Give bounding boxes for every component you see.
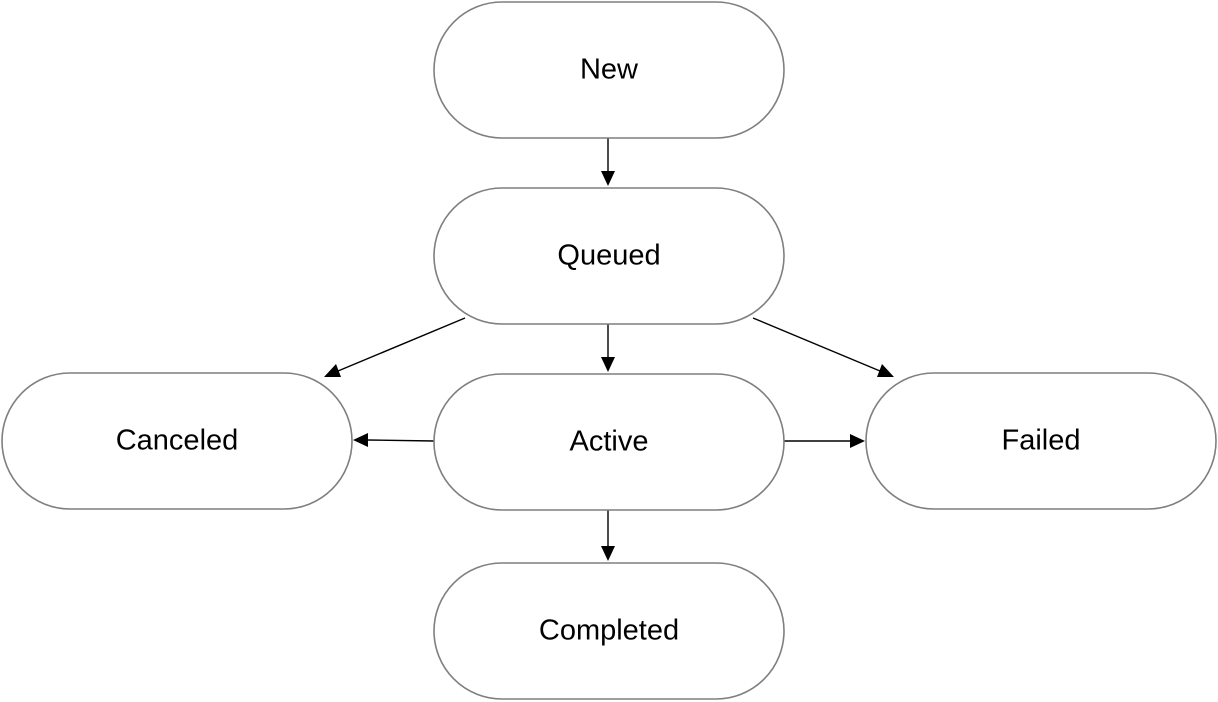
edge-queued-to-canceled <box>324 317 466 377</box>
node-canceled-label: Canceled <box>116 425 239 457</box>
edge-new-to-queued <box>601 138 615 186</box>
node-failed: Failed <box>865 372 1217 510</box>
edge-queued-to-active <box>601 324 615 372</box>
node-canceled: Canceled <box>1 372 353 510</box>
edge-active-to-completed <box>601 510 615 561</box>
node-active-label: Active <box>570 426 649 458</box>
edges-layer <box>324 138 894 561</box>
node-completed-label: Completed <box>539 615 679 647</box>
node-failed-label: Failed <box>1002 425 1081 457</box>
node-completed: Completed <box>433 562 785 700</box>
node-queued-label: Queued <box>557 240 660 272</box>
node-new: New <box>433 1 785 139</box>
edge-queued-to-failed <box>752 317 894 377</box>
node-queued: Queued <box>433 187 785 325</box>
node-new-label: New <box>580 54 639 86</box>
node-active: Active <box>433 373 785 511</box>
edge-active-to-failed <box>784 434 865 448</box>
edge-active-to-canceled <box>353 433 435 447</box>
